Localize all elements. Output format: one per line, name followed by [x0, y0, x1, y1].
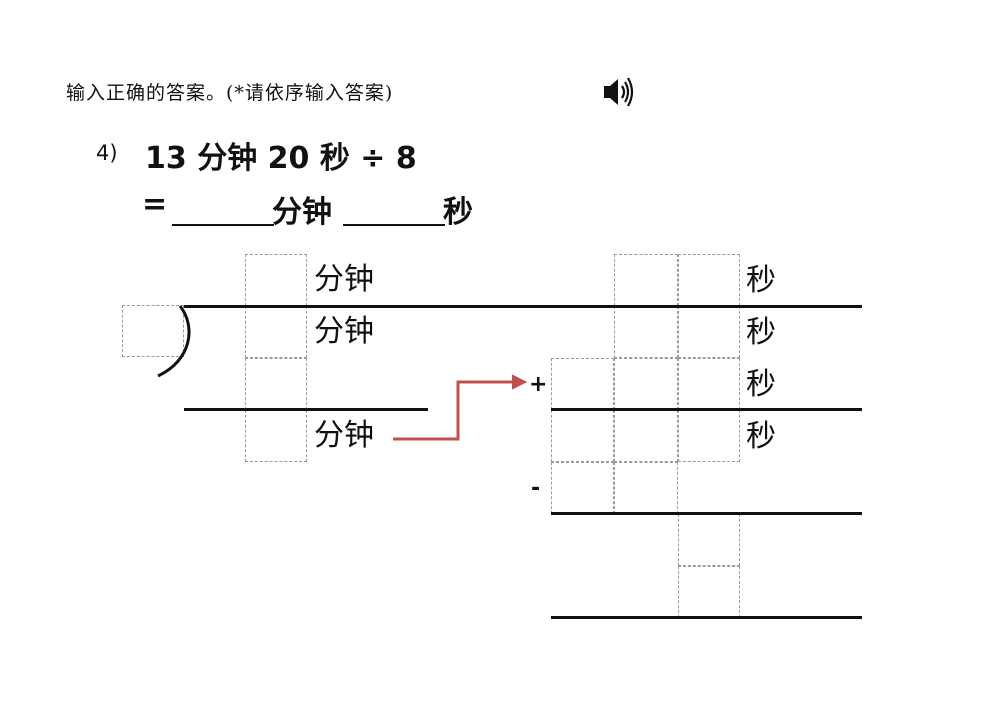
carry-arrow-head — [512, 374, 528, 390]
total-seconds-hundreds-input[interactable] — [551, 410, 614, 462]
answer-minutes-unit: 分钟 — [272, 195, 332, 230]
answer-seconds-unit: 秒 — [443, 195, 473, 230]
plus-sign: + — [529, 372, 548, 397]
quotient-seconds-tens-input[interactable] — [614, 254, 678, 306]
converted-seconds-hundreds-input[interactable] — [551, 358, 614, 410]
unit-label-seconds: 秒 — [746, 419, 776, 454]
quotient-minutes-input[interactable] — [245, 254, 307, 306]
converted-seconds-ones-input[interactable] — [678, 358, 740, 410]
speaker-icon[interactable] — [600, 74, 636, 110]
final-rule — [551, 616, 862, 619]
dividend-minutes-input[interactable] — [245, 306, 307, 358]
carry-arrow — [393, 380, 516, 441]
subtraction-rule — [551, 512, 862, 515]
unit-label-seconds: 秒 — [746, 315, 776, 350]
remainder-minutes-input[interactable] — [245, 410, 307, 462]
total-seconds-ones-input[interactable] — [678, 410, 740, 462]
instruction-text: 输入正确的答案。(*请依序输入答案) — [66, 82, 394, 104]
unit-label-seconds: 秒 — [746, 263, 776, 298]
minus-sign: - — [531, 476, 541, 501]
total-seconds-tens-input[interactable] — [614, 410, 678, 462]
question-number: 4) — [96, 141, 118, 165]
quotient-seconds-ones-input[interactable] — [678, 254, 740, 306]
problem-expression: 13 分钟 20 秒 ÷ 8 — [145, 141, 417, 176]
equals-sign: = — [142, 187, 168, 222]
converted-seconds-tens-input[interactable] — [614, 358, 678, 410]
subtract-seconds-hundreds-input[interactable] — [551, 462, 614, 514]
difference-seconds-ones-input[interactable] — [678, 514, 740, 566]
answer-seconds-input[interactable] — [343, 190, 445, 226]
unit-label-minutes: 分钟 — [314, 314, 374, 349]
final-remainder-seconds-input[interactable] — [678, 566, 740, 618]
left-subtraction-rule — [184, 408, 428, 411]
subtract-seconds-tens-input[interactable] — [614, 462, 678, 514]
divisor-input[interactable] — [122, 305, 184, 357]
dividend-seconds-ones-input[interactable] — [678, 306, 740, 358]
division-bar — [184, 305, 862, 308]
product-minutes-input[interactable] — [245, 358, 307, 410]
unit-label-minutes: 分钟 — [314, 418, 374, 453]
answer-minutes-input[interactable] — [172, 190, 274, 226]
addition-rule — [551, 408, 862, 411]
unit-label-seconds: 秒 — [746, 367, 776, 402]
dividend-seconds-tens-input[interactable] — [614, 306, 678, 358]
unit-label-minutes: 分钟 — [314, 262, 374, 297]
